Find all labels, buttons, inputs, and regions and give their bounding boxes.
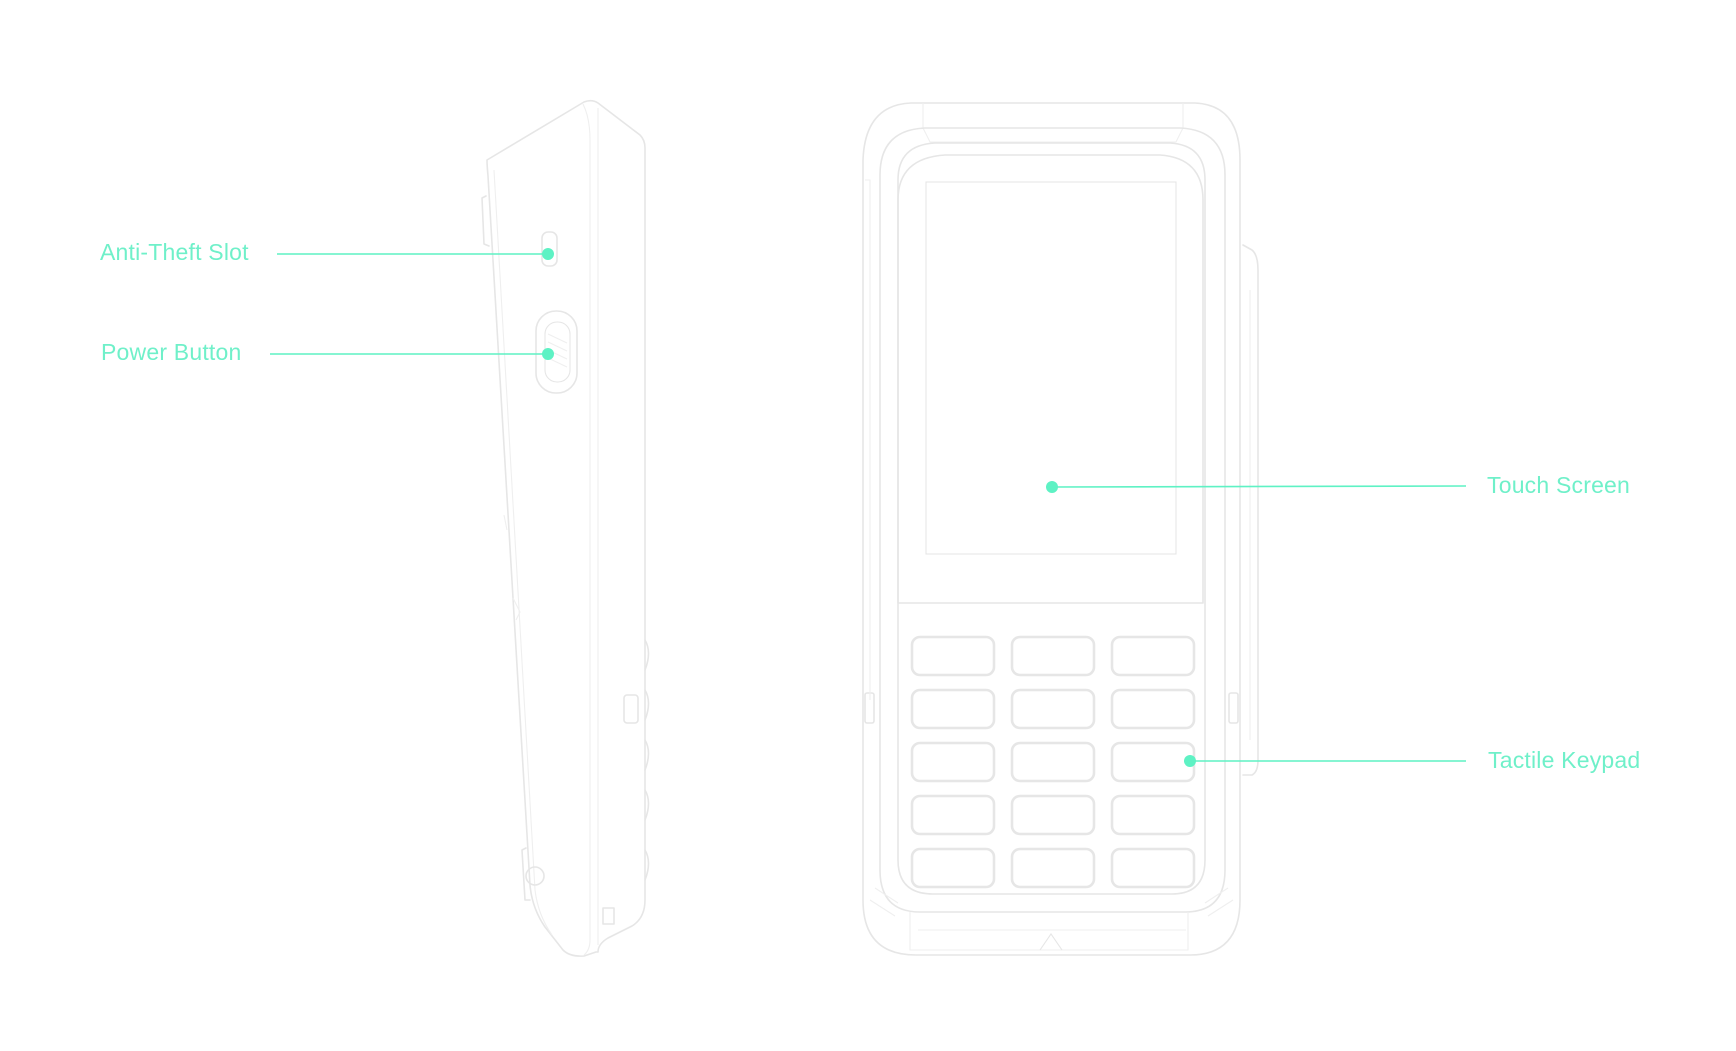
front-view-bottom-arrow (1039, 933, 1063, 951)
side-view-bottom-screw (525, 866, 545, 886)
keypad-key (1110, 794, 1196, 836)
screen-frame (897, 154, 1204, 604)
side-view-bottom-bumper (521, 847, 531, 901)
power-button-housing (535, 310, 578, 394)
keypad-key (910, 847, 996, 889)
front-view-right-profile (1242, 244, 1259, 776)
keypad-key (1110, 688, 1196, 730)
touch-screen-leader-line (1051, 485, 1467, 488)
keypad-key (910, 794, 996, 836)
front-view-right-side-button (1228, 692, 1239, 724)
side-view-illustration (481, 99, 650, 957)
front-view-top-cap-inner (922, 127, 1184, 143)
callouts (270, 248, 1467, 767)
keypad-key (1110, 847, 1196, 889)
front-view-bezel (897, 142, 1206, 895)
anti-theft-slot-marker-dot (542, 248, 554, 260)
side-view-top-notch (481, 195, 490, 247)
front-view-corner-left (869, 887, 899, 917)
keypad-key (1010, 794, 1096, 836)
front-view-top-cap (922, 103, 1184, 129)
keypad-key (1010, 635, 1096, 677)
keypad-key (1010, 741, 1096, 783)
keypad-key (910, 688, 996, 730)
front-view-illustration (862, 102, 1259, 956)
keypad-key (910, 741, 996, 783)
touch-screen-marker-dot (1046, 481, 1058, 493)
front-view-body-outline (862, 102, 1241, 956)
side-view-latch (512, 597, 521, 621)
tactile-keypad-shape (910, 635, 1196, 889)
keypad-key (1010, 688, 1096, 730)
side-view-bottom-port (602, 907, 615, 925)
tactile-keypad-marker-dot (1184, 755, 1196, 767)
touch-screen-shape (925, 181, 1177, 555)
front-view-left-seam (865, 179, 871, 700)
front-view-frame (879, 127, 1226, 913)
side-view-front-edge (493, 169, 553, 936)
keypad-key (910, 635, 996, 677)
side-view-body-outline (486, 99, 646, 957)
keypad-key (1110, 635, 1196, 677)
power-button-marker-dot (542, 348, 554, 360)
side-view-side-bumps (623, 639, 650, 881)
keypad-key (1110, 741, 1196, 783)
front-view-bottom-cap (909, 912, 1189, 951)
front-view-corner-right (1204, 887, 1234, 917)
anti-theft-slot-shape (541, 231, 558, 267)
side-view-seam (503, 514, 508, 531)
side-view-back-edge (582, 103, 591, 956)
keypad-key (1010, 847, 1096, 889)
